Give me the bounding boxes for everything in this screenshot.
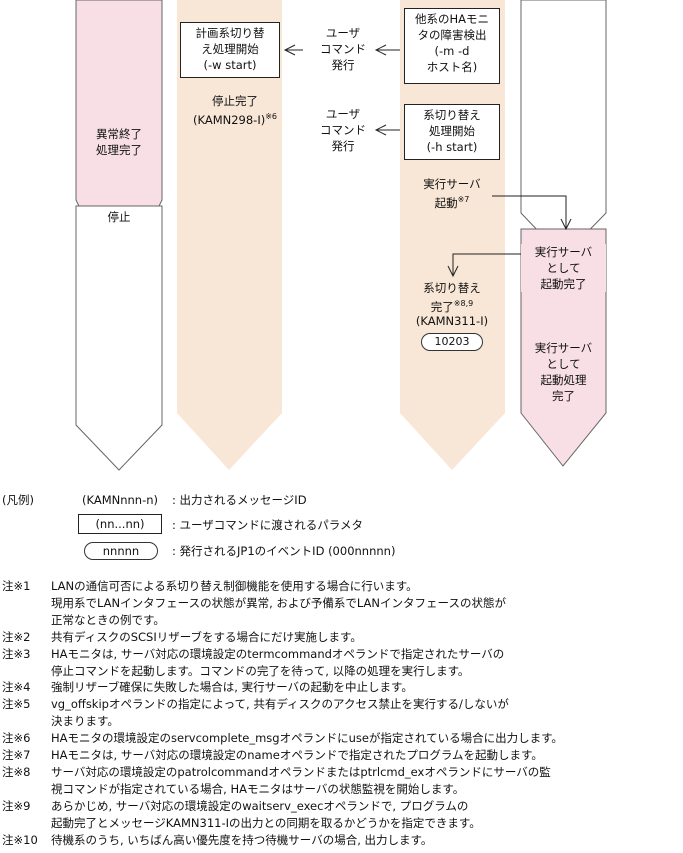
switch-complete-text: 系切り替え 完了 (423, 281, 481, 314)
note-id: 注※9 (2, 798, 31, 813)
note-text: 待機系のうち, いちばん高い優先度を持つ待機サーバの場合, 出力します。 (51, 832, 433, 847)
col4-white-arrow (520, 0, 607, 258)
switch-complete-label: 系切り替え 完了※8,9 (404, 280, 500, 315)
legend-param-sample: (nn...nn) (78, 514, 162, 534)
legend-title: (凡例) (2, 493, 34, 507)
planned-switch-start-box: 計画系切り替 え処理開始 (-w start) (180, 22, 280, 78)
arrow-col4-to-switch-done (452, 253, 528, 276)
server-start-text: 実行サーバ 起動 (423, 177, 481, 210)
stop-complete-label: 停止完了 (KAMN298-I)※6 (180, 93, 290, 128)
note-text: 正常なときの例です。 (51, 612, 165, 627)
legend-event-sample: nnnnn (84, 542, 158, 560)
stop-complete-text: 停止完了 (KAMN298-I) (193, 94, 266, 127)
note-text: HAモニタは, サーバ対応の環境設定のtermcommandオペランドで指定され… (51, 646, 505, 661)
note-text: HAモニタの環境設定のservcomplete_msgオペランドにuseが指定さ… (51, 731, 563, 746)
server-start-process-label: 実行サーバ として 起動処理 完了 (534, 341, 593, 403)
legend-param-desc: : ユーザコマンドに渡されるパラメタ (172, 518, 363, 532)
note-text: 現用系でLANインタフェースの状態が異常, および予備系でLANインタフェースの… (51, 595, 506, 610)
switch-complete-note: ※8,9 (453, 299, 474, 308)
note-text: vg_offskipオペランドの指定によって, 共有ディスクのアクセス禁止を実行… (51, 697, 509, 712)
note-text: 強制リザーブ確保に失敗した場合は, 実行サーバの起動を中止します。 (51, 680, 413, 695)
note-id: 注※2 (2, 629, 31, 644)
note-id: 注※1 (2, 579, 31, 593)
note-text: 停止コマンドを起動します。コマンドの完了を待って, 以降の処理を実行します。 (51, 663, 470, 678)
user-command-issue-1: ユーザ コマンド 発行 (320, 26, 366, 72)
legend-message-sample: (KAMNnnn-n) (82, 493, 159, 507)
note-text: サーバ対応の環境設定のpatrolcommandオペランドまたはptrlcmd_… (51, 764, 551, 779)
note-id: 注※7 (2, 748, 31, 762)
abnormal-end-label: 異常終了 処理完了 (96, 127, 142, 157)
stop-label: 停止 (107, 210, 131, 224)
legend-event-desc: : 発行されるJP1のイベントID (000nnnnn) (172, 544, 396, 558)
notes-list: 注※1 LANの通信可否による系切り替え制御機能を使用する場合に行います。現用系で… (0, 578, 683, 848)
user-command-issue-2: ユーザ コマンド 発行 (320, 107, 366, 153)
note-id: 注※6 (2, 731, 31, 746)
note-text: HAモニタは, サーバ対応の環境設定のnameオペランドで指定されたプログラムを… (51, 748, 543, 762)
server-start-note: ※7 (457, 195, 470, 204)
note-id: 注※3 (2, 646, 31, 661)
note-text: 視コマンドが指定されている場合, HAモニタはサーバの状態監視を開始します。 (51, 781, 465, 796)
note-text: あらかじめ, サーバ対応の環境設定のwaitserv_execオペランドで, プ… (51, 798, 469, 813)
arrow-server-start-to-col4 (492, 195, 567, 229)
note-id: 注※5 (2, 697, 31, 712)
server-start-label: 実行サーバ 起動※7 (404, 176, 500, 211)
note-text: 共有ディスクのSCSIリザーブをする場合にだけ実施します。 (51, 629, 362, 644)
note-text: 決まります。 (51, 714, 119, 729)
stop-complete-note: ※6 (265, 112, 277, 121)
note-id: 注※10 (2, 832, 38, 847)
col2-arrow (177, 0, 282, 470)
col1-stop-arrow (75, 205, 163, 471)
event-id-pill: 10203 (421, 333, 483, 351)
switch-start-box: 系切り替え 処理開始 (-h start) (404, 104, 500, 160)
note-text: LANの通信可否による系切り替え制御機能を使用する場合に行います。 (51, 579, 418, 593)
server-started-label: 実行サーバ として 起動完了 (521, 244, 606, 292)
note-text: 起動完了とメッセージKAMN311-Iの出力との同期を取るかどうかを指定できます… (51, 815, 481, 830)
switch-complete-message: (KAMN311-I) (415, 314, 489, 328)
note-id: 注※8 (2, 764, 31, 779)
note-id: 注※4 (2, 680, 31, 695)
legend-message-desc: : 出力されるメッセージID (172, 493, 307, 507)
other-ha-monitor-failure-box: 他系のHAモニ タの障害検出 (-m -d ホスト名) (404, 8, 500, 84)
